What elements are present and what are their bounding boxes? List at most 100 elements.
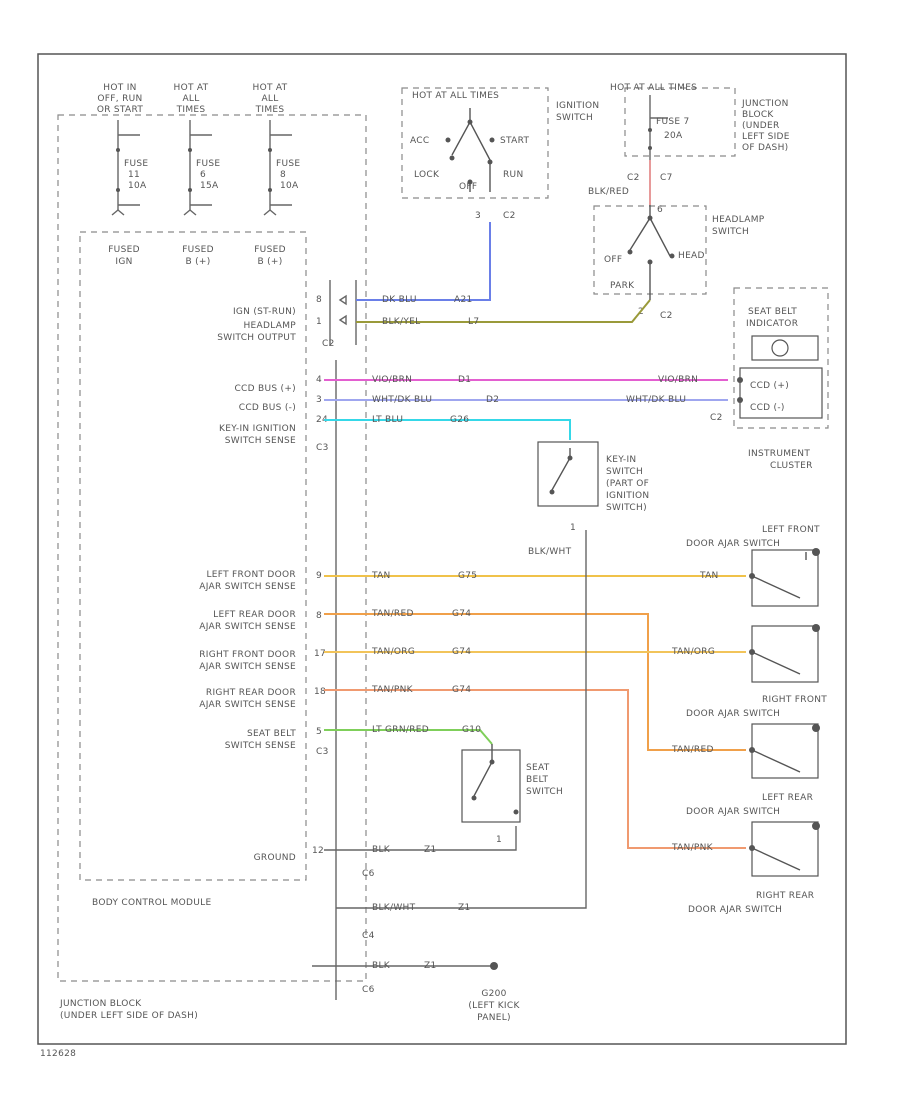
bcm-labels: IGN (ST-RUN) HEADLAMP SWITCH OUTPUT CCD … <box>92 307 296 908</box>
ignition-start: START <box>500 136 529 146</box>
fuse2-l1: FUSE <box>196 159 220 169</box>
ground-l3: PANEL) <box>477 1013 511 1023</box>
ignition-hot: HOT AT ALL TIMES <box>412 91 499 101</box>
pin-c6: C6 <box>362 869 375 879</box>
pin-p1: 8 <box>316 295 322 305</box>
ignition-off: OFF <box>459 182 477 192</box>
junction-top-wire: BLK/RED <box>588 187 629 197</box>
instrument-indicator-2: INDICATOR <box>746 319 798 329</box>
ground-l1: G200 <box>481 989 506 999</box>
junction-block-outline <box>57 114 367 982</box>
bcm-title: BODY CONTROL MODULE <box>92 898 211 908</box>
wire-gnd3-code: Z1 <box>424 961 437 971</box>
fused1-l1: FUSED <box>108 245 140 255</box>
connector-marks <box>329 280 357 1000</box>
bcm-lr-1: LEFT REAR DOOR <box>213 610 296 620</box>
hot2-l3: TIMES <box>176 105 206 115</box>
wire-key-in-label: LT BLU <box>372 415 403 425</box>
door-rf-2: DOOR AJAR SWITCH <box>686 709 780 719</box>
bcm-rf-2: AJAR SWITCH SENSE <box>199 662 296 672</box>
seat-belt-switch-l3: SWITCH <box>526 787 563 797</box>
headlamp-head: HEAD <box>678 251 705 261</box>
wire-rr-label: TAN/PNK <box>371 685 414 695</box>
pin-p3: 4 <box>316 375 322 385</box>
pin-p9: 18 <box>314 687 326 697</box>
fused2-l2: B (+) <box>185 257 210 267</box>
pins: 8 1 C2 4 3 24 C3 9 8 17 18 5 C3 12 C6 C4… <box>312 295 375 995</box>
bcm-rr-1: RIGHT REAR DOOR <box>206 688 296 698</box>
headlamp-off: OFF <box>604 255 622 265</box>
hot1-l3: OR START <box>97 105 144 115</box>
wire-lf-code: G75 <box>458 571 477 581</box>
bcm-headlamp-1: HEADLAMP <box>243 321 296 331</box>
bcm-belt-2: SWITCH SENSE <box>225 741 296 751</box>
hot3-l1: HOT AT <box>253 83 288 93</box>
wire-ign-run <box>356 222 491 301</box>
door-lr-2: DOOR AJAR SWITCH <box>686 807 780 817</box>
door-rr-1: RIGHT REAR <box>756 891 814 901</box>
junction-bottom-2: (UNDER LEFT SIDE OF DASH) <box>60 1011 198 1021</box>
junction-top-title-3: (UNDER <box>742 121 780 131</box>
ignition-title-2: SWITCH <box>556 113 593 123</box>
wire-ccd-plus-r: VIO/BRN <box>658 375 698 385</box>
wire-gnd1-code: Z1 <box>424 845 437 855</box>
fuse1-l1: FUSE <box>124 159 148 169</box>
wire-lf-label: TAN <box>371 571 391 581</box>
bcm-ccd-minus: CCD BUS (-) <box>239 403 296 413</box>
wires: DK BLU A21 BLK/YEL L7 VIO/BRN D1 VIO/BRN… <box>312 222 746 971</box>
ignition-lock: LOCK <box>414 170 440 180</box>
junction-top: HOT AT ALL TIMES FUSE 7 20A JUNCTION BLO… <box>588 83 789 205</box>
headlamp-pin: 6 <box>657 205 663 215</box>
bcm-outline <box>79 231 307 881</box>
wire-headlamp-label: BLK/YEL <box>382 317 420 327</box>
headlamp-title-2: SWITCH <box>712 227 749 237</box>
bcm-rr-2: AJAR SWITCH SENSE <box>199 700 296 710</box>
instrument-title-1: INSTRUMENT <box>748 449 810 459</box>
seat-belt-switch-l2: BELT <box>526 775 549 785</box>
fused1-l2: IGN <box>115 257 132 267</box>
wire-ccd-plus-code: D1 <box>458 375 471 385</box>
seat-belt-switch-l1: SEAT <box>526 763 550 773</box>
wire-key-in <box>324 419 571 440</box>
hot3-l2: ALL <box>261 94 278 104</box>
key-switch-l4: IGNITION <box>606 491 649 501</box>
fuse3-l3: 10A <box>280 181 299 191</box>
wire-rf-label: TAN/ORG <box>371 647 415 657</box>
bcm-ccd-plus: CCD BUS (+) <box>234 384 296 394</box>
hot3-l3: TIMES <box>255 105 285 115</box>
wire-belt <box>324 729 493 745</box>
junction-top-title-5: OF DASH) <box>742 143 788 153</box>
hot2-l1: HOT AT <box>174 83 209 93</box>
junction-top-title-1: JUNCTION <box>741 99 789 109</box>
key-in-switch: KEY-IN SWITCH (PART OF IGNITION SWITCH) <box>537 441 649 513</box>
junction-top-hot: HOT AT ALL TIMES <box>610 83 697 93</box>
seat-belt-switch: SEAT BELT SWITCH <box>461 744 563 823</box>
pin-p4: 3 <box>316 395 322 405</box>
wire-ign-run-code: A21 <box>454 295 473 305</box>
wire-headlamp-code: L7 <box>468 317 479 327</box>
wire-headlamp <box>356 299 651 323</box>
bcm-lf-1: LEFT FRONT DOOR <box>206 570 296 580</box>
ignition-run: RUN <box>503 170 523 180</box>
junction-top-title-2: BLOCK <box>742 110 774 120</box>
bcm-ground: GROUND <box>254 853 296 863</box>
door-rf-1: RIGHT FRONT <box>762 695 827 705</box>
bcm-lr-2: AJAR SWITCH SENSE <box>199 622 296 632</box>
wire-key-gnd: BLK/WHT <box>528 547 572 557</box>
pin-p7: 8 <box>316 611 322 621</box>
fuse1-l3: 10A <box>128 181 147 191</box>
wire-lr-r: TAN/RED <box>671 745 714 755</box>
key-switch-l5: SWITCH) <box>606 503 647 513</box>
wire-rr <box>324 689 746 849</box>
bcm-key-in-2: SWITCH SENSE <box>225 436 296 446</box>
ignition-title-1: IGNITION <box>556 101 599 111</box>
bcm-rf-1: RIGHT FRONT DOOR <box>199 650 296 660</box>
key-switch-l2: SWITCH <box>606 467 643 477</box>
pin-p8: 17 <box>314 649 326 659</box>
fuse-section: HOT IN OFF, RUN OR START HOT AT ALL TIME… <box>97 83 300 267</box>
bcm-key-in-1: KEY-IN IGNITION <box>219 424 296 434</box>
wire-ccd-minus-code: D2 <box>486 395 499 405</box>
hot2-l2: ALL <box>182 94 199 104</box>
bcm-belt-1: SEAT BELT <box>247 729 296 739</box>
pin-p11: 12 <box>312 846 324 856</box>
